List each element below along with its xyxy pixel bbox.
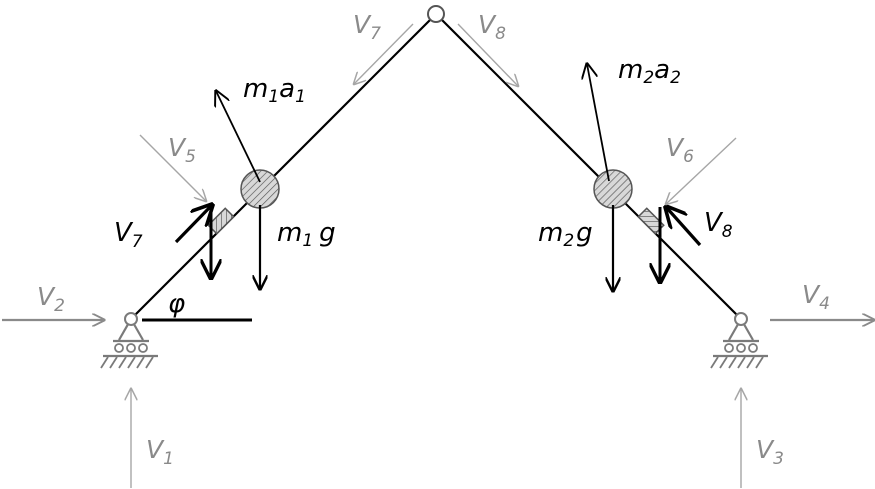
v6-label: V6 [666, 133, 694, 167]
v7-top-arrow [354, 23, 414, 84]
right-normal-force-arrow [666, 207, 702, 247]
inertia-arrow-1 [216, 91, 261, 183]
v8-top-label: V8 [478, 10, 506, 44]
right-pin-support-icon [710, 312, 768, 369]
m2g-label: m2g [538, 218, 593, 251]
m2a2-label: m2a2 [618, 55, 681, 88]
left-bar [130, 13, 437, 320]
phi-label: φ [168, 289, 185, 319]
top-hinge-icon [427, 5, 445, 23]
right-bar [435, 13, 742, 320]
v5-label: V5 [168, 133, 196, 167]
v2-label: V2 [37, 282, 65, 316]
v7-top-label: V7 [353, 10, 381, 44]
v8-side-label: V8 [704, 208, 733, 242]
v4-label: V4 [802, 280, 830, 314]
left-slider-block-icon [207, 207, 235, 235]
v8-top-arrow [457, 23, 518, 86]
m1a1-label: m1a1 [243, 74, 306, 107]
left-normal-force-arrow [174, 205, 212, 244]
v6-arrow [666, 137, 737, 204]
inertia-arrow-2 [587, 64, 610, 182]
left-pin-support-icon [100, 312, 158, 369]
v3-label: V3 [756, 435, 784, 469]
mass-1-icon [240, 169, 280, 209]
v7-side-label: V7 [114, 218, 143, 252]
mass-2-icon [593, 169, 633, 209]
v5-arrow [139, 134, 206, 201]
v1-label: V1 [146, 435, 174, 469]
